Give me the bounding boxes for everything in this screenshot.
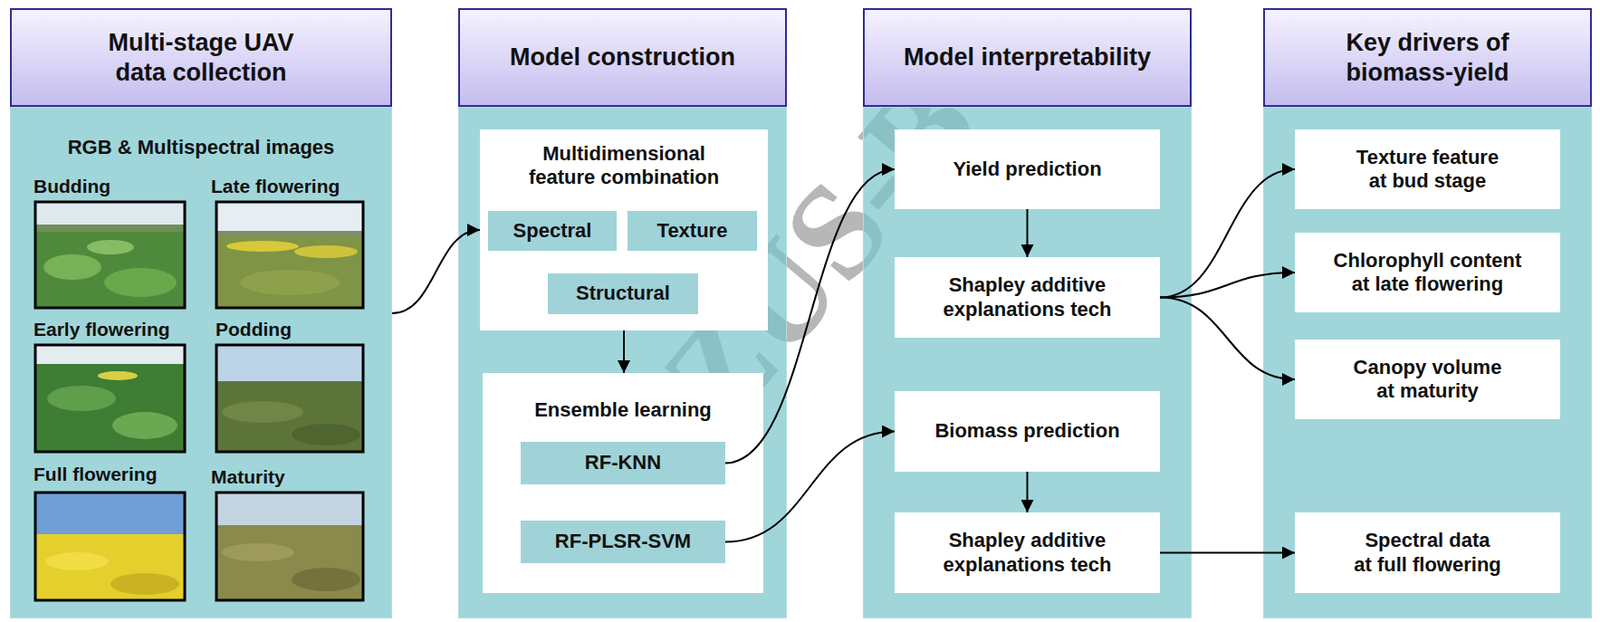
photo-late-flowering [216,201,364,308]
column-heading: Model interpretability [862,8,1192,107]
connector-arrow [1159,552,1295,555]
box-text: Biomass prediction [934,419,1120,443]
photo-maturity [216,492,364,601]
feature-box: Texture [627,210,757,251]
photo-flowers [97,371,138,381]
feature-box: Spectral [488,210,617,251]
process-box: Yield prediction [894,129,1160,210]
feature-box: Structural [547,273,699,315]
feature-box: RF-KNN [520,441,726,485]
process-box: Shapley additive explanations tech [894,257,1160,338]
photo-pods [221,401,304,423]
box-text: Texture [657,219,729,243]
column-heading: Multi-stage UAV data collection [9,8,393,107]
photo-stalks [291,567,361,592]
group-title: Multidimensional feature combination [479,142,768,191]
process-box: Shapley additive explanations tech [894,512,1160,594]
photo-treeline [35,224,185,232]
photo-flowers [226,240,299,252]
process-box: Biomass prediction [894,391,1160,472]
photo-sky [216,201,364,308]
group-title: Ensemble learning [482,398,764,422]
photo-field [35,231,185,308]
process-box: Spectral data at full flowering [1294,512,1561,594]
photo-sky [216,344,364,452]
photo-flowers [110,573,180,595]
photo-sky [35,344,185,452]
box-text: Spectral data at full flowering [1309,528,1546,577]
photo-stems [239,269,340,296]
connector-arrow [1026,471,1029,513]
photo-early-flowering [35,344,185,452]
stage-label: Early flowering [33,318,171,341]
process-box: Canopy volume at maturity [1294,339,1561,420]
photo-flowers [294,245,358,259]
stage-label: Full flowering [33,463,158,486]
box-text: Canopy volume at maturity [1309,355,1546,404]
photo-budding [35,201,185,308]
box-text: RF-KNN [584,450,662,475]
photo-frame [216,201,364,308]
process-box: Texture feature at bud stage [1294,129,1561,210]
column-panel: Model constructionMultidimensional featu… [458,8,787,619]
box-text: Texture feature at bud stage [1309,145,1546,194]
photo-frame [35,201,185,308]
box-text: Shapley additive explanations tech [909,273,1146,322]
photo-sky [35,492,185,601]
column-panel: Key drivers of biomass-yieldTexture feat… [1263,8,1592,619]
stage-label: Late flowering [210,175,340,198]
group-box: Ensemble learningRF-KNN RF-PLSR-SVM [482,373,764,594]
photo-stalks [221,543,295,562]
column-panel: Model interpretabilityYield predictionSh… [862,8,1192,619]
photo-flowers [45,552,109,571]
photo-leaves [104,268,177,298]
photo-pods [291,423,361,446]
photo-field [216,236,364,308]
photo-field [216,525,364,601]
photo-field [35,364,185,452]
photo-frame [216,492,364,601]
column-heading: Model construction [458,8,787,107]
photo-leaves [112,411,178,440]
stage-label: Budding [33,175,111,198]
photo-field [216,381,364,452]
connector-arrow [622,330,625,374]
photo-treeline [216,230,364,237]
photo-frame [216,344,364,452]
connector-arrow [1026,209,1029,258]
photo-frame [35,492,185,601]
photo-full-flowering [35,492,185,601]
photo-sky [216,492,364,601]
photo-podding [216,344,364,452]
process-box: Chlorophyll content at late flowering [1294,232,1561,313]
feature-box: RF-PLSR-SVM [520,520,726,564]
box-text: Structural [575,281,671,306]
stage-label: Maturity [210,466,286,489]
photo-sky [35,201,185,308]
photo-frame [35,344,185,452]
group-box: Multidimensional feature combinationSpec… [479,129,768,331]
column-heading: Key drivers of biomass-yield [1263,8,1592,107]
stage-label: Podding [215,318,292,341]
column-subheading: RGB & Multispectral images [9,135,393,160]
box-text: RF-PLSR-SVM [555,529,691,554]
photo-leaves [86,239,135,255]
box-text: Shapley additive explanations tech [909,528,1146,577]
box-text: Yield prediction [952,157,1102,182]
box-text: Spectral [513,219,593,243]
photo-leaves [47,385,116,412]
box-text: Chlorophyll content at late flowering [1309,249,1546,298]
photo-leaves [43,254,102,280]
photo-field [35,534,185,601]
